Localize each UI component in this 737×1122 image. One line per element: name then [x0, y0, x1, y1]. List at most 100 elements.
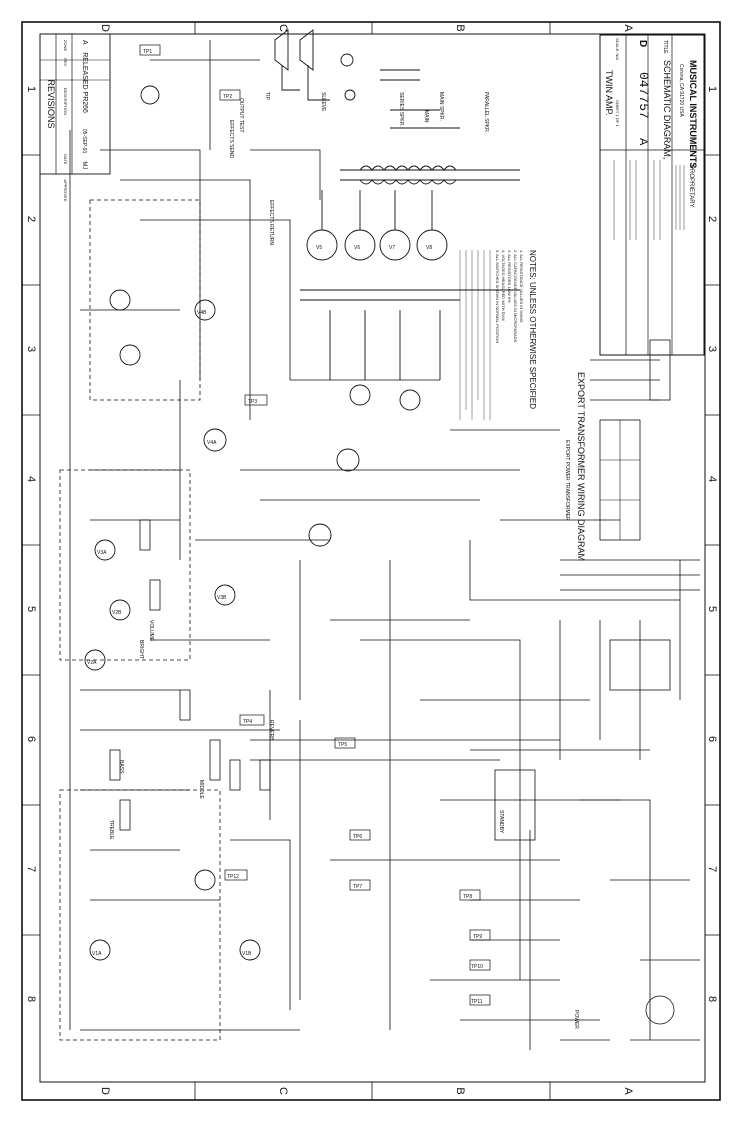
- tp10-label: TP10: [471, 964, 483, 970]
- inner-border: [39, 33, 706, 1083]
- grid-ticks: [22, 22, 720, 1100]
- grid-top-b: B: [454, 24, 466, 31]
- grid-right-4: 4: [706, 476, 718, 482]
- tube-v6: V6: [354, 245, 360, 251]
- revisions-title: REVISIONS: [46, 79, 56, 128]
- tube-v7: V7: [389, 245, 395, 251]
- note-text-lines: [459, 250, 491, 420]
- sheet-number: SHEET 1 OF 1: [615, 100, 620, 127]
- grid-left-6: 6: [25, 736, 37, 742]
- note-line-5: 5. ALL SWITCHES SHOWN IN NORMAL POSITION: [495, 250, 500, 343]
- grid-right-6: 6: [706, 736, 718, 742]
- tube-v3b: V3B: [217, 595, 227, 601]
- rev-row-approved: MJ: [81, 161, 87, 169]
- export-sub: EXPORT POWER TRANSFORMER: [564, 440, 570, 521]
- tube-v2a: V2A: [87, 660, 97, 666]
- jack-parallel-spkr: PARALLEL SPKR.: [483, 92, 489, 133]
- doc-subtitle: TWIN AMP.: [604, 70, 614, 116]
- speaker-tip-label: TIP: [264, 92, 270, 100]
- grid-left-3: 3: [25, 346, 37, 352]
- export-transformer-block: EXPORT TRANSFORMER WIRING DIAGRAM EXPORT…: [564, 339, 671, 561]
- grid-bottom-a: A: [622, 1087, 634, 1095]
- grid-right-7: 7: [706, 866, 718, 872]
- drawing-number: 047757: [636, 72, 651, 119]
- output-test-label: OUTPUT TEST: [238, 98, 244, 133]
- label-power: POWER: [573, 1010, 579, 1029]
- tp3-label: TP3: [248, 399, 257, 405]
- rev-header-zone: ZONE: [63, 40, 68, 51]
- dashed-regions: [59, 199, 221, 1041]
- tube-v5: V5: [316, 245, 322, 251]
- grid-right-8: 8: [706, 996, 718, 1002]
- tp7-label: TP7: [353, 884, 362, 890]
- tp4-label: TP4: [243, 719, 252, 725]
- label-main: MAIN: [423, 110, 429, 123]
- size-code: D: [637, 40, 648, 47]
- tube-v4a: V4A: [207, 440, 217, 446]
- grid-left-7: 7: [25, 866, 37, 872]
- grid-bottom-d: D: [99, 1087, 111, 1095]
- tube-v8: V8: [426, 245, 432, 251]
- grid-right-5: 5: [706, 606, 718, 612]
- tp1-label: TP1: [143, 49, 152, 55]
- label-treble: TREBLE: [108, 820, 114, 840]
- rev-header-date: DATE: [63, 154, 68, 165]
- tp11-label: TP11: [471, 999, 483, 1005]
- tp5-label: TP5: [338, 742, 347, 748]
- note-line-4: 4. VOLTAGES MEASURED WITH DVM: [501, 250, 506, 321]
- rev-row-description: RELEASED PR266: [81, 52, 88, 113]
- note-line-3: 3. ALL RESISTORS 1/4W 5%: [507, 250, 512, 303]
- misc-labels: BRIGHT VOLUME TREBLE BASS MIDDLE REVERB …: [108, 110, 579, 1029]
- grid-top-d: D: [99, 24, 111, 32]
- rev-row-date: 05-SEP-91: [81, 129, 87, 154]
- label-effects-return: EFFECTS RETURN: [268, 200, 274, 245]
- label-bright: BRIGHT: [138, 640, 144, 659]
- rev-header-approved: APPROVED: [63, 179, 68, 201]
- label-middle: MIDDLE: [198, 780, 204, 800]
- note-line-2: 2. ALL CAPACITANCE VALUES IN MICROFARADS: [513, 250, 518, 343]
- grid-right-1: 1: [706, 86, 718, 92]
- doc-title-label: TITLE: [662, 40, 668, 54]
- notes-block: NOTES: UNLESS OTHERWISE SPECIFIED 1. ALL…: [459, 250, 537, 420]
- grid-top-a: A: [622, 24, 634, 32]
- potentiometers: [109, 519, 271, 831]
- grid-left-1: 1: [25, 86, 37, 92]
- tube-v1a: V1A: [92, 951, 102, 957]
- grid-labels: D C B A D C B A 1 2 3 4 5 6 7 8 1 2 3 4 …: [25, 24, 718, 1095]
- rev-header-rev: REV: [63, 58, 68, 67]
- proprietary-text-lines: [613, 160, 685, 240]
- scale: SCALE: N/A: [615, 38, 620, 60]
- revisions-row: A RELEASED PR266 05-SEP-91 MJ: [81, 40, 88, 169]
- proprietary-label: PROPRIETARY: [688, 165, 694, 207]
- speaker-sleeve-label: SLEEVE: [320, 92, 326, 112]
- label-standby: STANDBY: [498, 810, 504, 834]
- preamp-tubes: [84, 85, 421, 961]
- title-block: MUSICAL INSTRUMENTS Corona, CA 91720 USA…: [599, 34, 705, 356]
- label-bass: BASS: [118, 760, 124, 774]
- tp8-label: TP8: [463, 894, 472, 900]
- wiring: [69, 40, 700, 1050]
- power-tubes: [300, 190, 520, 380]
- output-transformer: [340, 165, 520, 185]
- revisions-block: REVISIONS ZONE REV DESCRIPTION DATE APPR…: [39, 33, 111, 202]
- jack-series-spkr: SERIES SPKR.: [398, 92, 404, 127]
- speaker-outputs: [274, 29, 460, 129]
- tube-labels: V1A V1B V2A V2B V3A V3B V4A V4B V5 V6 V7…: [87, 245, 432, 957]
- tp2-label: TP2: [223, 94, 232, 100]
- grid-right-2: 2: [706, 216, 718, 222]
- grid-top-c: C: [277, 24, 289, 32]
- label-effects-send: EFFECTS SEND: [228, 120, 234, 158]
- tube-v4b: V4B: [197, 310, 207, 316]
- tp6-label: TP6: [353, 834, 362, 840]
- notes-title: NOTES: UNLESS OTHERWISE SPECIFIED: [528, 250, 537, 409]
- tp9-label: TP9: [473, 934, 482, 940]
- revisions-headers: ZONE REV DESCRIPTION DATE APPROVED: [63, 40, 68, 202]
- grid-right-3: 3: [706, 346, 718, 352]
- export-title: EXPORT TRANSFORMER WIRING DIAGRAM: [576, 372, 586, 561]
- tube-v2b: V2B: [112, 610, 122, 616]
- rev-header-description: DESCRIPTION: [63, 88, 68, 115]
- company-name: MUSICAL INSTRUMENTS: [688, 60, 698, 168]
- company-address: Corona, CA 91720 USA: [678, 64, 684, 117]
